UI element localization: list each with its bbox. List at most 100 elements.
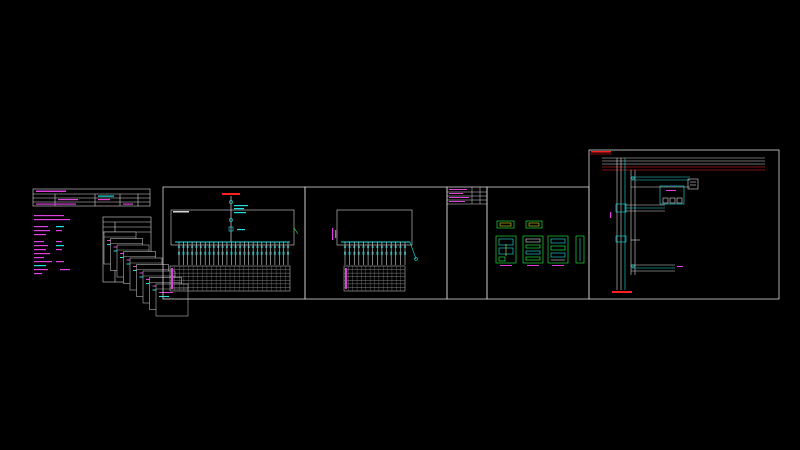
feeder-breaker bbox=[204, 245, 207, 249]
sheet-sld-1[interactable] bbox=[162, 186, 306, 300]
sheet-footer-mark bbox=[612, 291, 632, 293]
feeder-device bbox=[212, 251, 215, 255]
feeder-device bbox=[357, 251, 360, 255]
table-row-header bbox=[171, 268, 173, 289]
feeder-device bbox=[282, 251, 285, 255]
feeder-breaker bbox=[286, 245, 290, 249]
notes-line bbox=[56, 230, 62, 232]
notes-line bbox=[34, 257, 44, 259]
feeder-breaker bbox=[212, 245, 216, 249]
feeder-device bbox=[287, 251, 290, 255]
feeder-breaker bbox=[234, 245, 237, 249]
notes-line bbox=[56, 245, 64, 247]
feeder-device bbox=[234, 251, 237, 255]
feeder-device bbox=[230, 251, 233, 255]
sheet-title-mark bbox=[222, 193, 240, 195]
relay-block bbox=[687, 178, 699, 190]
circuit-schedule-table bbox=[169, 265, 291, 292]
feeder-device bbox=[243, 251, 246, 255]
stacked-table-text bbox=[159, 292, 173, 293]
notes-line bbox=[34, 215, 64, 217]
feeder-breaker bbox=[199, 245, 202, 249]
feeder-device bbox=[399, 251, 402, 255]
feeder-device bbox=[256, 251, 259, 255]
outgoing-feeders bbox=[177, 242, 290, 265]
equipment-table-text bbox=[449, 189, 469, 202]
feeder-breaker bbox=[385, 245, 388, 249]
feeder-device bbox=[385, 251, 388, 255]
feeder-device bbox=[191, 251, 194, 255]
sheet-cover-notes[interactable] bbox=[32, 188, 189, 317]
cabinet-top-views bbox=[496, 220, 543, 229]
notes-line bbox=[34, 234, 46, 236]
stacked-table-text bbox=[159, 296, 169, 297]
notes-line bbox=[56, 249, 62, 251]
feeder-device bbox=[380, 251, 383, 255]
notes-line bbox=[34, 253, 50, 255]
feeder-breaker bbox=[186, 245, 189, 249]
cabinet-elevation-2 bbox=[522, 235, 544, 264]
panel-label bbox=[173, 211, 189, 213]
circuit-schedule-table bbox=[343, 265, 406, 292]
control-rungs bbox=[625, 176, 690, 272]
feeder-device bbox=[186, 251, 189, 255]
feeder-device bbox=[260, 251, 263, 255]
notes-line bbox=[34, 219, 70, 221]
feeder-breaker bbox=[273, 245, 277, 249]
cabinet-labels bbox=[500, 265, 564, 266]
incoming-devices bbox=[228, 200, 234, 232]
feeder-device bbox=[195, 251, 198, 255]
feeder-breaker bbox=[225, 245, 229, 249]
power-bus-lines bbox=[602, 157, 765, 171]
feeder-breaker bbox=[217, 245, 220, 249]
feeder-breaker bbox=[269, 245, 272, 249]
feeder-device bbox=[371, 251, 374, 255]
cabinet-elevation-1 bbox=[495, 235, 517, 264]
feeder-breaker bbox=[362, 245, 365, 249]
outgoing-feeders bbox=[343, 242, 407, 265]
panel-enclosure bbox=[170, 209, 295, 246]
control-labels bbox=[610, 190, 683, 267]
feeder-device bbox=[394, 251, 397, 255]
feeder-device bbox=[348, 251, 351, 255]
notes-line bbox=[34, 265, 46, 267]
feeder-device bbox=[221, 251, 224, 255]
feeder-breaker bbox=[182, 245, 185, 249]
feeder-breaker bbox=[343, 245, 347, 249]
feeder-breaker bbox=[348, 245, 351, 249]
feeder-breaker bbox=[177, 245, 181, 249]
bus-extension bbox=[409, 241, 417, 260]
feeder-device bbox=[204, 251, 207, 255]
feeder-breaker bbox=[230, 245, 233, 249]
feeder-device bbox=[225, 251, 228, 255]
feeder-breaker bbox=[260, 245, 263, 249]
feeder-device bbox=[239, 251, 242, 255]
notes-line bbox=[34, 241, 44, 243]
panel-earth-mark bbox=[293, 227, 299, 235]
revision-table-marks bbox=[36, 190, 133, 205]
notes-line bbox=[56, 261, 64, 263]
feeder-device bbox=[344, 251, 347, 255]
feeder-breaker bbox=[390, 245, 393, 249]
feeder-breaker bbox=[282, 245, 285, 249]
feeder-breaker bbox=[371, 245, 374, 249]
feeder-breaker bbox=[243, 245, 246, 249]
feeder-device bbox=[247, 251, 250, 255]
feeder-device bbox=[182, 251, 185, 255]
feeder-device bbox=[265, 251, 268, 255]
feeder-breaker bbox=[221, 245, 224, 249]
control-contacts bbox=[615, 176, 635, 268]
cabinet-elevation-4 bbox=[575, 235, 585, 264]
notes-line bbox=[34, 226, 48, 228]
cabinet-elevation-3 bbox=[547, 235, 569, 264]
feeder-breaker bbox=[190, 245, 194, 249]
notes-line bbox=[56, 226, 64, 228]
feeder-device bbox=[367, 251, 370, 255]
feeder-breaker bbox=[366, 245, 370, 249]
feeder-device bbox=[278, 251, 281, 255]
feeder-breaker bbox=[208, 245, 211, 249]
sheet-control-schematic[interactable] bbox=[588, 149, 780, 300]
notes-line bbox=[56, 241, 62, 243]
